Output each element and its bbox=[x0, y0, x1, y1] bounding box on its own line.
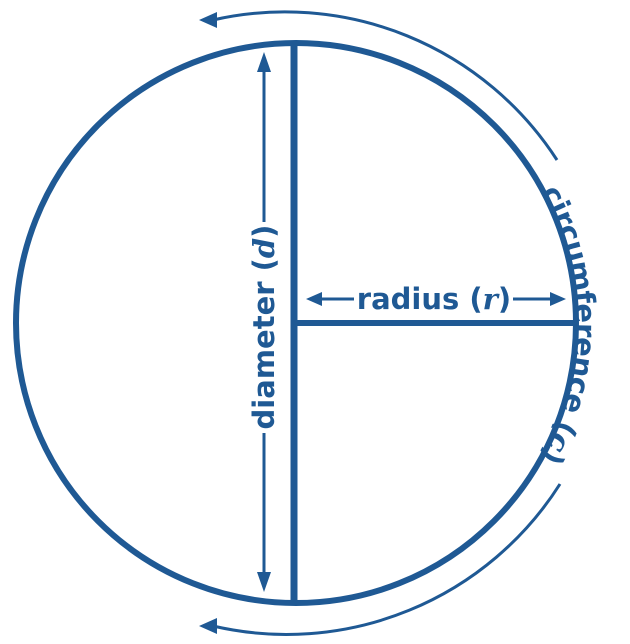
circumference-arc-bottom bbox=[212, 483, 562, 636]
diameter-arrowhead-bottom bbox=[257, 572, 271, 592]
circumference-arc-top bbox=[212, 10, 559, 161]
circumference-arrow bbox=[212, 10, 562, 636]
radius-arrow bbox=[306, 292, 566, 306]
radius-arrowhead-left bbox=[306, 292, 322, 306]
circumference-arrowhead-top bbox=[199, 12, 217, 28]
radius-arrowhead-right bbox=[550, 292, 566, 306]
radius-label: radius (r) bbox=[357, 282, 511, 316]
circumference-arrowhead-bottom bbox=[199, 618, 217, 634]
diameter-arrow bbox=[257, 52, 271, 592]
diameter-arrowhead-top bbox=[257, 52, 271, 72]
diameter-label: diameter (d) bbox=[247, 225, 281, 430]
